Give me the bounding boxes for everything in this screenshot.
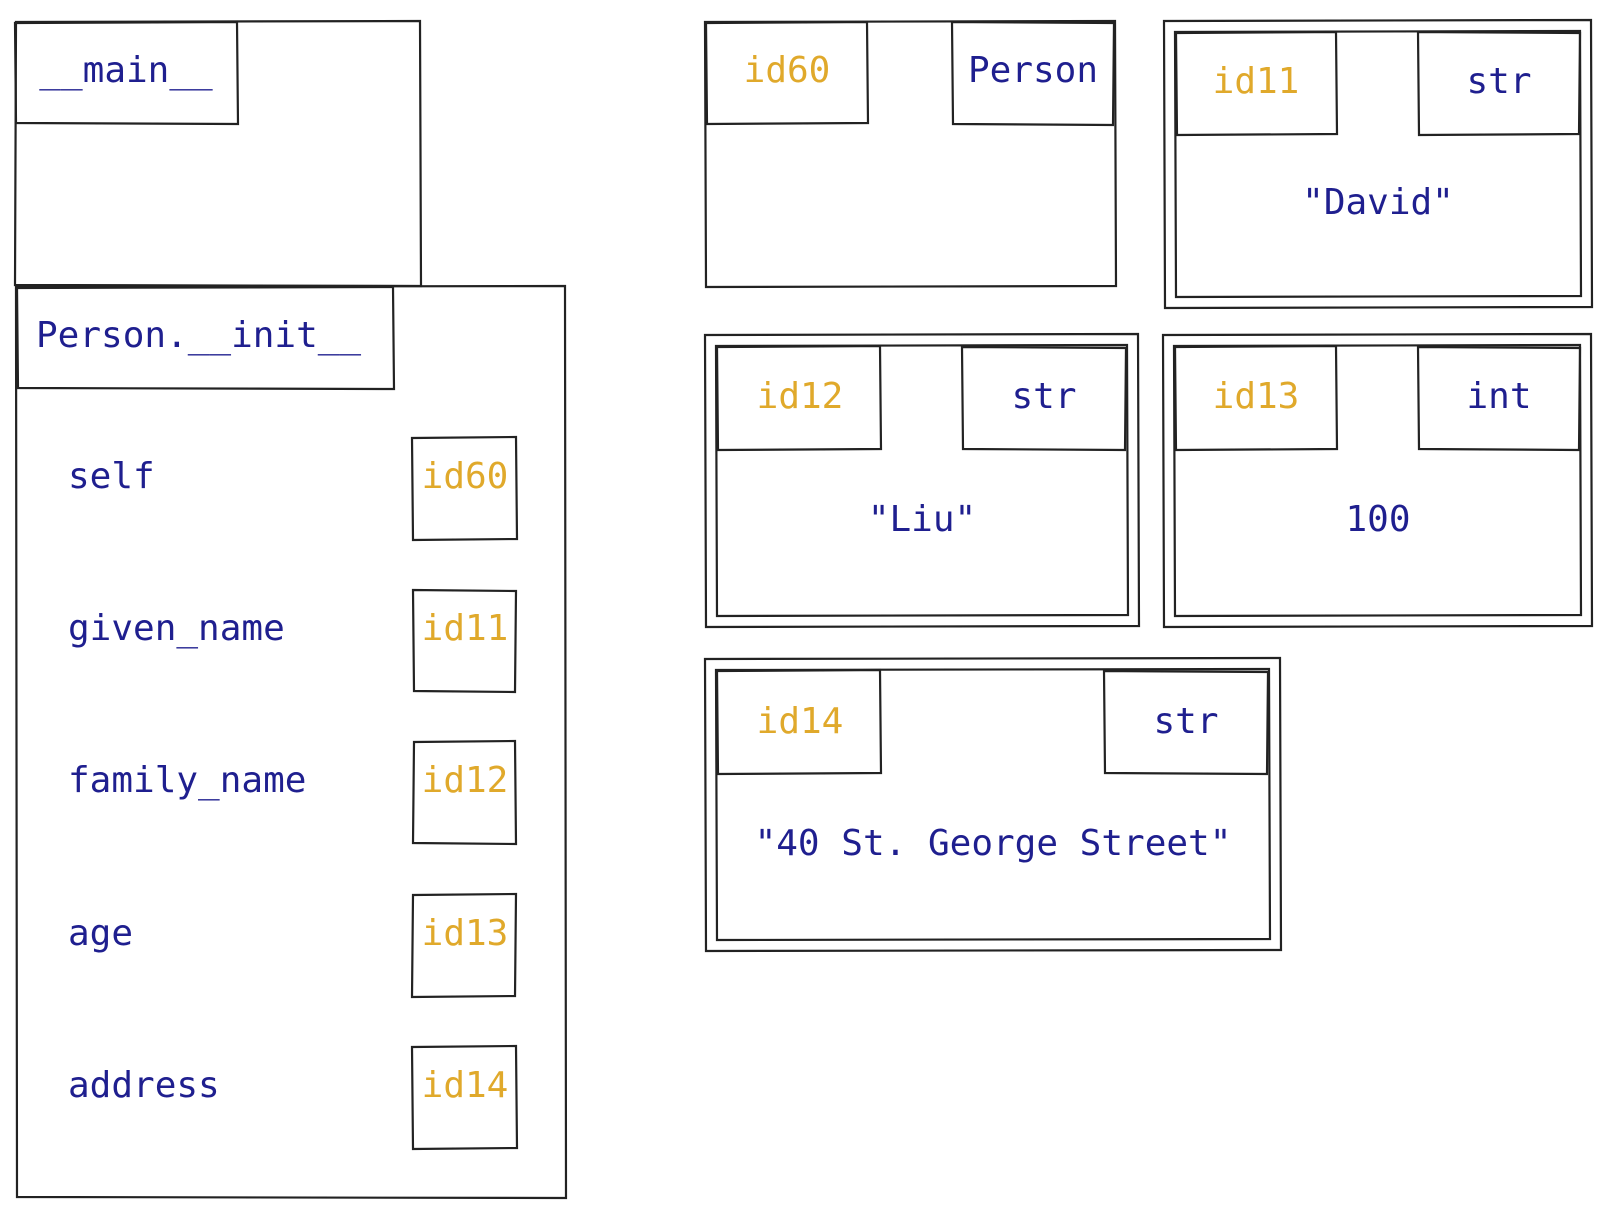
object-id14: id14 str "40 St. George Street" (703, 656, 1283, 953)
object-type-label: Person (968, 50, 1098, 91)
variable-self: self id60 (68, 435, 519, 542)
init-frame-label: Person.__init__ (36, 315, 361, 356)
object-type-label: str (1153, 701, 1218, 742)
variable-id-ref: id60 (422, 456, 509, 497)
variable-name: family_name (68, 760, 306, 801)
variable-id-ref: id14 (422, 1065, 509, 1106)
object-type-label: int (1466, 376, 1531, 417)
variable-id-ref: id12 (422, 760, 509, 801)
object-id11: id11 str "David" (1162, 18, 1594, 310)
object-id-label: id60 (744, 50, 831, 91)
variable-address: address id14 (68, 1044, 519, 1151)
object-value: "David" (1302, 182, 1454, 223)
main-frame: __main__ (13, 19, 423, 288)
object-type-label: str (1011, 376, 1076, 417)
object-value: "Liu" (868, 499, 976, 540)
variable-id-ref: id13 (422, 913, 509, 954)
object-id13: id13 int 100 (1161, 332, 1594, 629)
object-id-label: id13 (1213, 376, 1300, 417)
object-id60: id60 Person (703, 19, 1118, 289)
main-frame-label: __main__ (39, 50, 213, 91)
variable-name: age (68, 913, 133, 954)
init-frame: Person.__init__ self id60 given_name id1… (14, 284, 568, 1200)
object-id-label: id14 (757, 701, 844, 742)
object-value: "40 St. George Street" (755, 823, 1232, 864)
variable-given-name: given_name id11 (68, 588, 518, 694)
variable-name: address (68, 1065, 220, 1106)
variable-age: age id13 (68, 892, 518, 999)
object-value: 100 (1345, 499, 1410, 540)
object-type-label: str (1466, 61, 1531, 102)
object-id12: id12 str "Liu" (703, 332, 1141, 629)
object-id-label: id11 (1213, 61, 1300, 102)
variable-family-name: family_name id12 (68, 739, 518, 846)
variable-name: given_name (68, 608, 285, 649)
variable-name: self (68, 456, 155, 497)
variable-id-ref: id11 (422, 608, 509, 649)
object-id-label: id12 (757, 376, 844, 417)
